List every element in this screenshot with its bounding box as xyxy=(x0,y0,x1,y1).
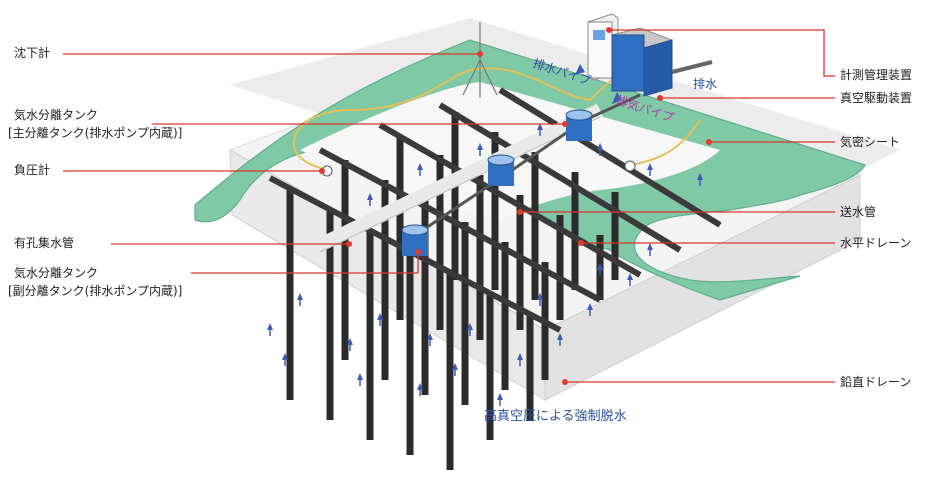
leader-dot xyxy=(606,27,612,33)
leader-dots xyxy=(319,27,712,385)
leader-dot xyxy=(415,249,421,255)
perforated-collection-pipe-edge xyxy=(319,116,601,253)
tripod-leg xyxy=(479,59,498,96)
discharge-pipe xyxy=(671,60,713,74)
label-forced-dewatering: 高真空圧による強制脱水 xyxy=(484,409,627,424)
up-arrow-icon xyxy=(537,123,543,130)
up-arrow-icon xyxy=(467,323,473,330)
label-vertical-drain: 鉛直ドレーン xyxy=(840,375,912,389)
horizontal-drain xyxy=(378,122,642,278)
up-arrow-icon xyxy=(612,92,622,104)
up-arrow-icon xyxy=(452,363,458,370)
up-arrow-icon xyxy=(597,263,603,270)
up-arrow-icon xyxy=(377,313,383,320)
label-gas-water-tank-main: 気水分離タンク xyxy=(14,108,99,122)
leader-dot xyxy=(477,51,483,57)
leader-lines xyxy=(63,29,835,383)
label-measurement-control: 計測管理装置 xyxy=(840,68,913,82)
up-arrow-icon xyxy=(497,393,503,400)
leader-dot xyxy=(346,241,352,247)
up-arrow-icon xyxy=(627,273,633,280)
horizontal-drains xyxy=(268,87,722,333)
perforated-collection-pipe xyxy=(316,103,604,252)
label-gas-water-tank-main-detail: [主分離タンク(排水ポンプ内蔵)] xyxy=(8,126,183,140)
tank-top xyxy=(487,154,515,166)
up-arrow-icon xyxy=(597,143,603,150)
tank-main-2 xyxy=(565,109,593,141)
gauge-hose xyxy=(292,65,661,171)
horizontal-drain xyxy=(318,147,602,303)
leader-sub-tank xyxy=(191,252,419,274)
up-arrow-icon xyxy=(477,143,483,150)
vertical-drains xyxy=(286,112,619,470)
label-negative-pressure-gauge: 負圧計 xyxy=(14,163,51,177)
up-arrow-icon xyxy=(697,173,703,180)
up-arrow-icon xyxy=(347,338,353,345)
up-arrow-icon xyxy=(267,323,273,330)
horizontal-drain xyxy=(438,102,682,253)
up-arrow-icon xyxy=(417,383,423,390)
tank-main-1 xyxy=(487,154,515,186)
leader-dot xyxy=(562,121,568,127)
label-water-feed-pipe: 送水管 xyxy=(840,205,877,219)
leader-measurement xyxy=(609,29,835,77)
leader-dot xyxy=(706,139,712,145)
leader-dot xyxy=(657,95,663,101)
leader-dot xyxy=(562,379,568,385)
leader-dot xyxy=(578,240,584,246)
label-perforated-pipe: 有孔集水管 xyxy=(14,236,75,250)
flow-arrows xyxy=(575,64,622,104)
up-arrow-icon xyxy=(647,243,653,250)
up-arrow-icon xyxy=(587,303,593,310)
up-arrow-icon xyxy=(367,193,373,200)
leader-dot xyxy=(319,168,325,174)
control-box-screen xyxy=(593,30,605,40)
tank-top xyxy=(565,109,593,121)
label-settlement-gauge: 沈下計 xyxy=(14,46,51,60)
vacuum-box-side xyxy=(643,39,673,97)
tank-sub xyxy=(401,224,429,256)
label-gas-water-tank-sub: 気水分離タンク xyxy=(14,266,99,280)
up-arrow-icon xyxy=(557,333,563,340)
label-vacuum-drive: 真空駆動装置 xyxy=(840,91,913,105)
label-airtight-sheet: 気密シート xyxy=(840,135,901,149)
leader-dot xyxy=(517,209,523,215)
vacuum-box-front xyxy=(611,34,645,92)
up-arrow-icon xyxy=(517,353,523,360)
up-arrow-icon xyxy=(297,293,303,300)
label-gas-water-tank-sub-detail: [副分離タンク(排水ポンプ内蔵)] xyxy=(8,284,183,298)
label-horizontal-drain: 水平ドレーン xyxy=(840,236,912,250)
tripod-leg xyxy=(462,59,481,96)
up-arrow-icon xyxy=(647,163,653,170)
label-drainage: 排水 xyxy=(693,77,718,91)
vacuum-drive-unit xyxy=(610,27,674,97)
water-feed-pipe xyxy=(419,93,641,234)
up-arrow-icon xyxy=(282,353,288,360)
up-arrow-icon xyxy=(427,333,433,340)
up-arrow-icon xyxy=(357,373,363,380)
up-arrow-icon xyxy=(575,64,585,75)
up-arrow-icon xyxy=(417,163,423,170)
gauge-icon xyxy=(624,160,636,172)
horizontal-drain xyxy=(498,87,722,228)
drainage-arrows xyxy=(267,123,703,406)
tank-top xyxy=(401,224,429,236)
up-arrow-icon xyxy=(537,293,543,300)
gauge-hose-right xyxy=(629,119,701,166)
